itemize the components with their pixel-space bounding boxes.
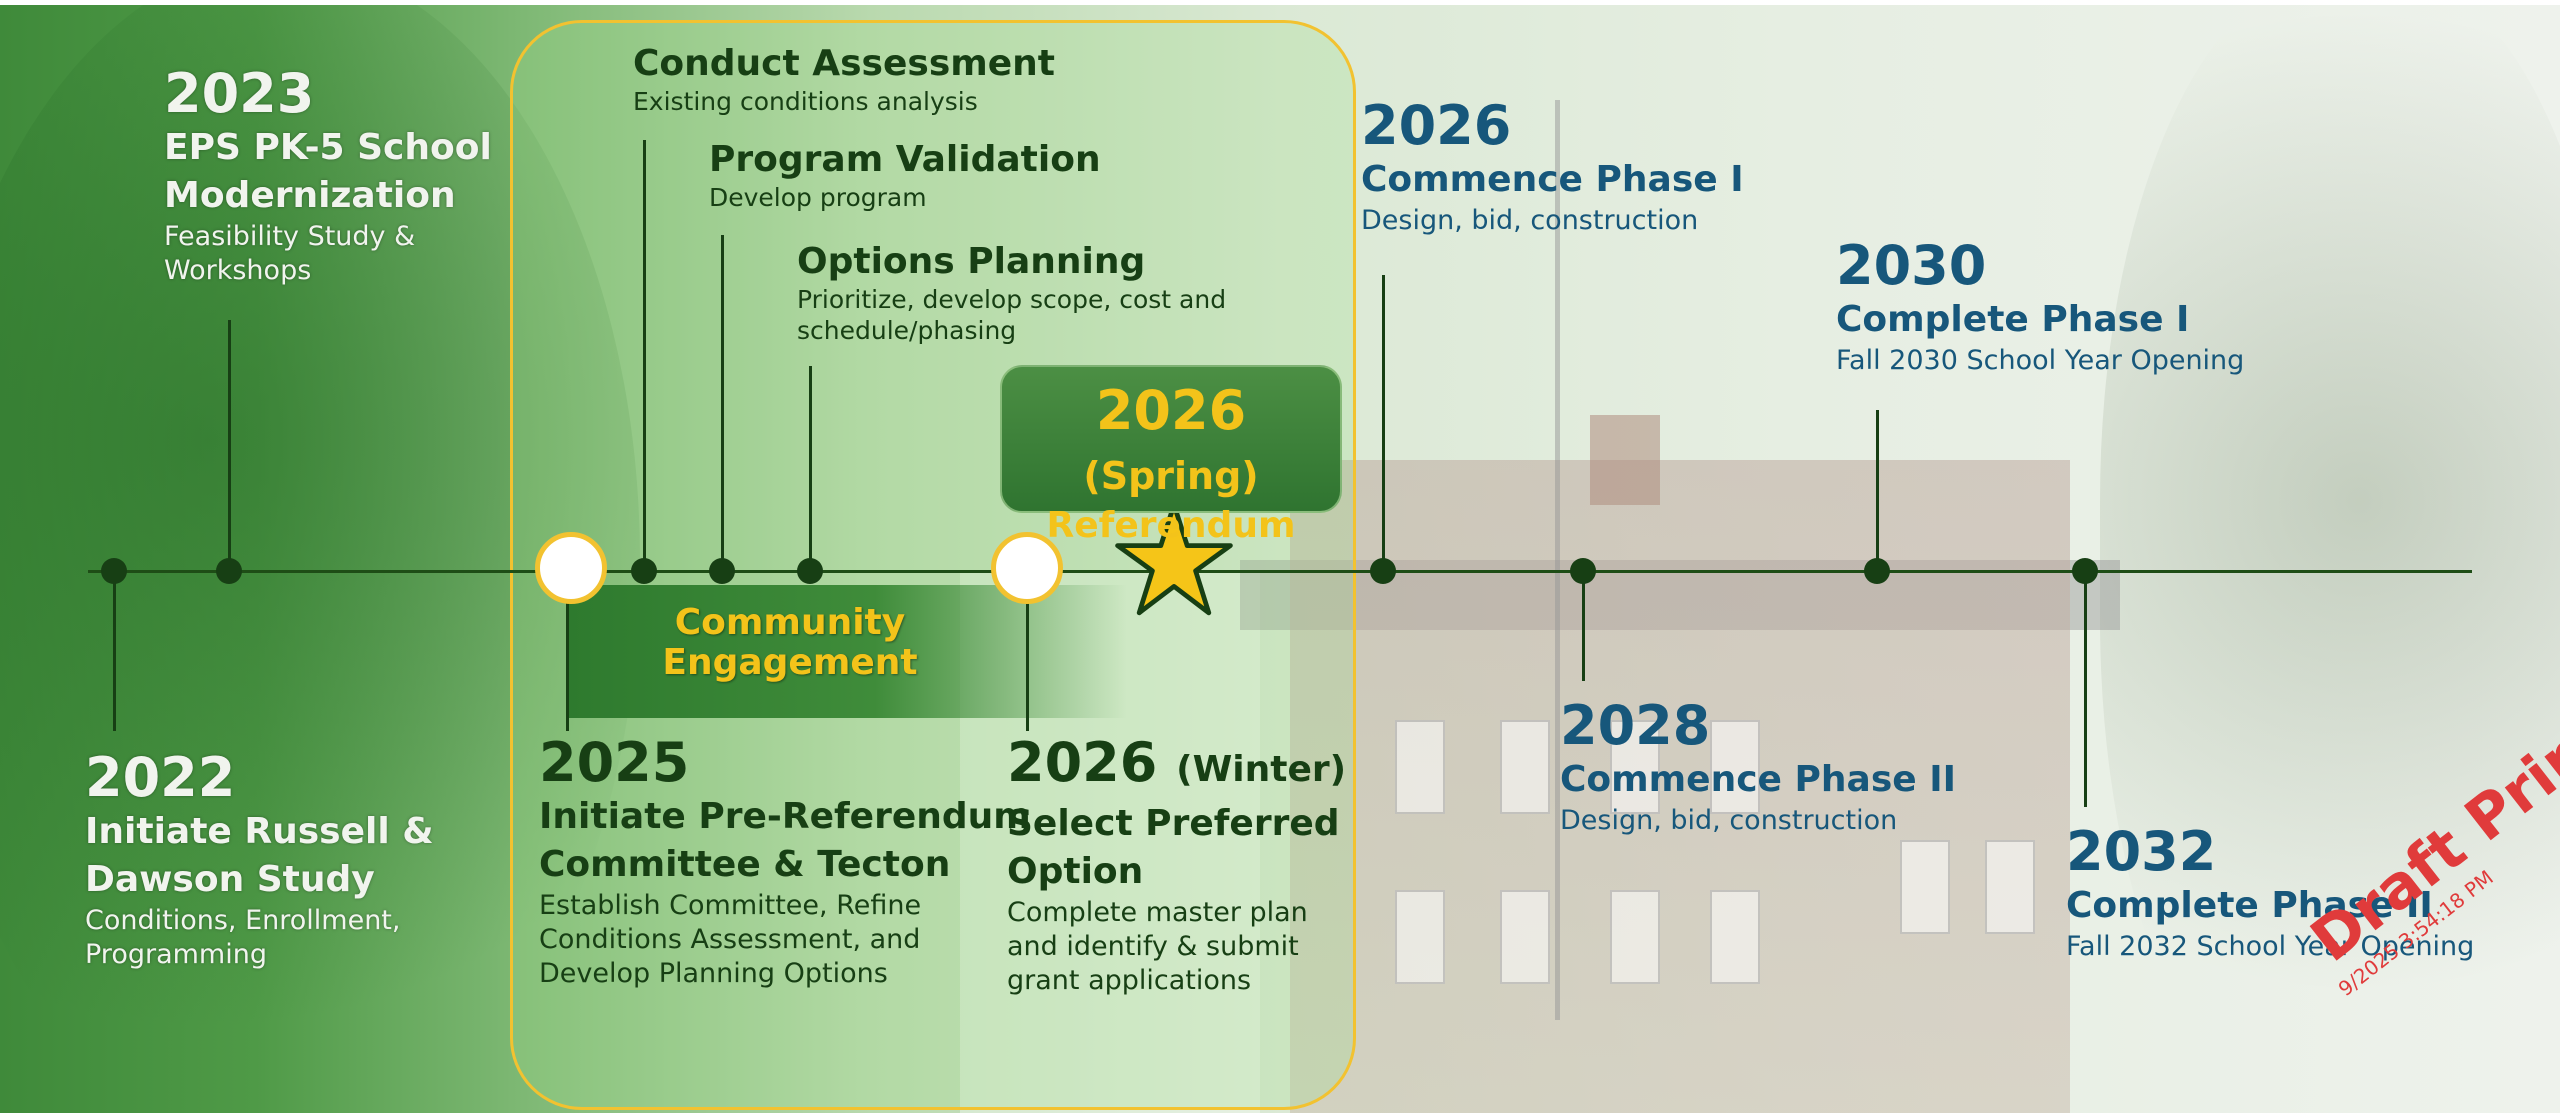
event-phase2done: 2032 Complete Phase II Fall 2032 School … [2066,822,2474,964]
event-options: Options Planning Prioritize, develop sco… [797,240,1226,346]
event-desc: Develop program [709,183,927,212]
dot-assessment [631,558,657,584]
dot-phase2 [1570,558,1596,584]
event-desc: Feasibility Study & [164,221,416,252]
event-desc: Develop Planning Options [539,958,888,989]
event-desc: Prioritize, develop scope, cost and [797,285,1227,314]
event-desc: Design, bid, construction [1361,205,1699,236]
event-year: 2030 [1836,234,1987,297]
event-desc: schedule/phasing [797,316,1017,345]
event-title: Commence Phase I [1361,159,1744,200]
event-title: Select Preferred [1007,803,1340,844]
connector-options [809,366,812,571]
community-engagement-band [567,585,1127,718]
event-desc: Conditions, Enrollment, [85,905,401,936]
event-desc: Establish Committee, Refine [539,890,922,921]
event-desc: Complete master plan [1007,897,1308,928]
dot-options [797,558,823,584]
event-desc: Programming [85,939,267,970]
connector-2022 [113,571,116,731]
connector-2023 [228,320,231,571]
connector-2025 [566,571,569,731]
event-season: (Winter) [1176,749,1347,790]
referendum-box: 2026 (Spring) Referendum [1000,365,1342,546]
event-2025: 2025 Initiate Pre-Referendum Committee &… [539,733,1031,991]
event-title: EPS PK-5 School [164,127,492,168]
referendum-star-icon [1115,502,1233,616]
dot-2022 [101,558,127,584]
event-year: 2032 [2066,820,2217,883]
event-2022: 2022 Initiate Russell & Dawson Study Con… [85,748,434,972]
event-phase1done: 2030 Complete Phase I Fall 2030 School Y… [1836,236,2244,378]
event-year: 2022 [85,746,236,809]
event-desc: Fall 2032 School Year Opening [2066,931,2475,962]
event-year: 2025 [539,731,690,794]
event-title: Program Validation [709,139,1101,180]
referendum-season: (Spring) [1083,454,1259,498]
event-title: Commence Phase II [1560,759,1956,800]
top-border [0,0,2560,5]
milestone-ring-winter [991,532,1063,604]
event-title: Dawson Study [85,859,375,900]
referendum-label: Referendum [1046,505,1296,546]
milestone-ring-2025 [535,532,607,604]
community-line1: Community [674,602,906,643]
timeline-axis [88,570,2472,573]
event-year: 2028 [1560,694,1711,757]
dot-phase1done [1864,558,1890,584]
event-phase2: 2028 Commence Phase II Design, bid, cons… [1560,696,1956,838]
event-desc: Design, bid, construction [1560,805,1898,836]
event-year: 2026 [1361,94,1512,157]
event-title: Initiate Russell & [85,811,434,852]
connector-phase1done [1876,410,1879,571]
dot-2023 [216,558,242,584]
event-assessment: Conduct Assessment Existing conditions a… [633,42,1055,117]
dot-phase1 [1370,558,1396,584]
event-title: Option [1007,851,1144,892]
event-title: Options Planning [797,241,1146,282]
event-2023: 2023 EPS PK-5 School Modernization Feasi… [164,64,492,288]
event-desc: Conditions Assessment, and [539,924,921,955]
connector-phase2done [2084,571,2087,807]
event-desc: grant applications [1007,965,1252,996]
connector-winter [1026,571,1029,731]
event-desc: Workshops [164,255,312,286]
connector-validation [721,235,724,571]
event-title: Conduct Assessment [633,43,1056,84]
connector-phase1 [1382,275,1385,571]
referendum-year: 2026 [1095,379,1247,442]
connector-phase2 [1582,571,1585,681]
event-year: 2023 [164,62,315,125]
event-desc: Fall 2030 School Year Opening [1836,345,2245,376]
community-engagement-label: Community Engagement [600,603,980,683]
event-year: 2026 [1007,731,1158,794]
event-winter: 2026 (Winter) Select Preferred Option Co… [1007,733,1346,998]
event-title: Committee & Tecton [539,844,951,885]
dot-validation [709,558,735,584]
event-title: Complete Phase II [2066,885,2433,926]
event-title: Complete Phase I [1836,299,2190,340]
community-line2: Engagement [662,642,918,683]
event-phase1: 2026 Commence Phase I Design, bid, const… [1361,96,1744,238]
event-validation: Program Validation Develop program [709,138,1101,213]
event-desc: Existing conditions analysis [633,87,978,116]
connector-assessment [643,140,646,571]
dot-phase2done [2072,558,2098,584]
event-title: Initiate Pre-Referendum [539,796,1031,837]
event-desc: and identify & submit [1007,931,1299,962]
event-title: Modernization [164,175,456,216]
